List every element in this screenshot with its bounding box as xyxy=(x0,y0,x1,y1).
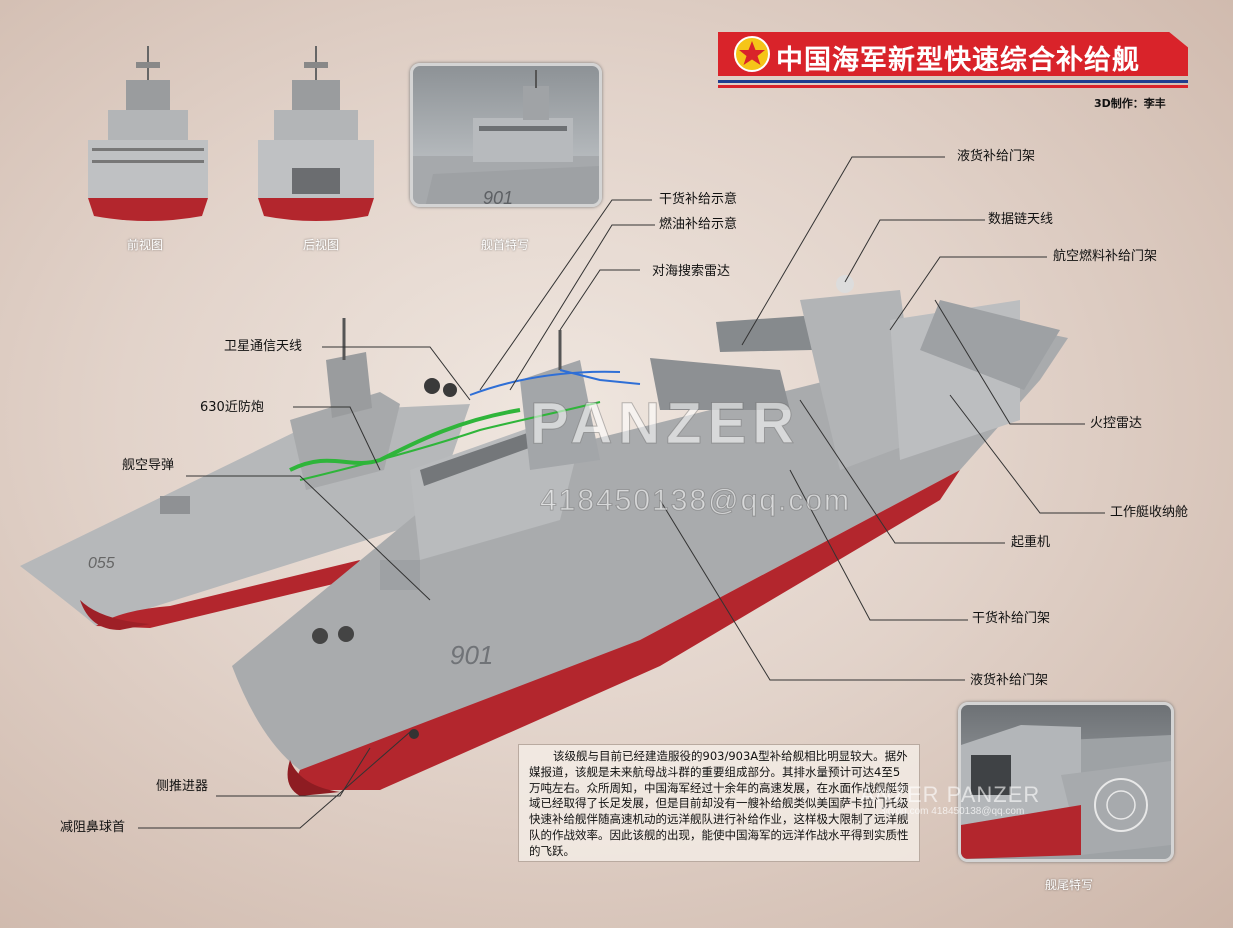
front-view-caption: 前视图 xyxy=(126,238,163,252)
bow-closeup-inset: 901 xyxy=(410,63,602,207)
banner-stripe-blue xyxy=(718,80,1188,83)
rear-view-caption: 后视图 xyxy=(302,238,339,252)
blue-supply-line xyxy=(469,370,621,396)
credit-text: 3D制作：李丰 xyxy=(1094,97,1166,110)
label-surface-search-radar: 对海搜索雷达 xyxy=(652,264,731,279)
label-dry-cargo-gantry: 干货补给门架 xyxy=(972,611,1051,626)
description-box: 该级舰与目前已经建造服役的903/903A型补给舰相比明显较大。据外媒报道，该舰… xyxy=(518,744,920,862)
watermark-stern: ANZER PANZER xyxy=(860,782,1041,807)
label-datalink-antenna: 数据链天线 xyxy=(988,212,1054,227)
bow-closeup-caption: 舰首特写 xyxy=(480,238,529,252)
fuel-supply-line xyxy=(299,401,601,481)
label-workboat-bay: 工作艇收纳舱 xyxy=(1110,505,1189,520)
label-aviation-fuel-gantry: 航空燃料补给门架 xyxy=(1053,249,1158,264)
label-fuel-supply-demo: 燃油补给示意 xyxy=(659,217,738,232)
watermark-stern-email: 3@qq.com 418450138@qq.com xyxy=(880,806,1025,817)
label-bow-thruster: 侧推进器 xyxy=(156,779,209,794)
watermark-email: 418450138@qq.com xyxy=(540,484,851,518)
destroyer-055: 055 xyxy=(20,318,470,630)
title-banner xyxy=(718,32,1188,76)
label-liquid-cargo-gantry-1: 液货补给门架 xyxy=(957,149,1036,164)
leader-lines xyxy=(138,156,1105,829)
svg-text:901: 901 xyxy=(483,188,513,204)
destroyer-hull-number: 055 xyxy=(88,555,115,572)
stern-closeup-inset xyxy=(958,702,1174,862)
rear-view-illustration xyxy=(258,46,374,221)
label-fire-control-radar: 火控雷达 xyxy=(1090,416,1143,431)
label-dry-cargo-supply-demo: 干货补给示意 xyxy=(659,192,738,207)
label-satcom-antenna: 卫星通信天线 xyxy=(224,339,303,354)
watermark-main: PANZER xyxy=(529,391,801,457)
label-liquid-cargo-gantry-2: 液货补给门架 xyxy=(970,673,1049,688)
label-bulbous-bow: 减阻鼻球首 xyxy=(60,820,126,835)
description-text: 该级舰与目前已经建造服役的903/903A型补给舰相比明显较大。据外媒报道，该舰… xyxy=(529,749,909,858)
page-title: 中国海军新型快速综合补给舰 xyxy=(776,45,1140,76)
stern-closeup-caption: 舰尾特写 xyxy=(1044,878,1093,892)
navy-emblem-icon xyxy=(734,36,770,72)
front-view-illustration xyxy=(88,46,208,221)
label-crane: 起重机 xyxy=(1011,535,1051,550)
label-sam: 舰空导弹 xyxy=(122,458,175,473)
label-630-ciws: 630近防炮 xyxy=(200,400,264,415)
banner-stripe-red xyxy=(718,85,1188,88)
supply-hull-number: 901 xyxy=(450,640,493,670)
supply-ship-901: 901 xyxy=(232,275,1068,796)
